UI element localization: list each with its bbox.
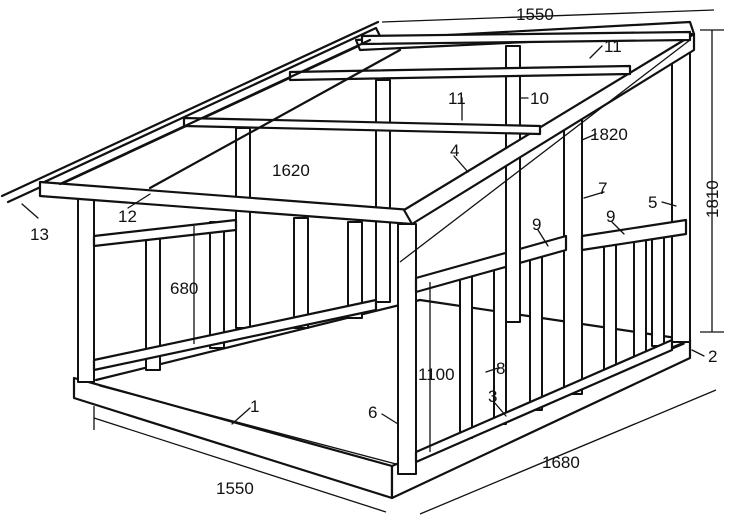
callout-7: 7 xyxy=(598,179,607,198)
purlin-11-mid xyxy=(288,64,632,82)
dimension-labels: 1550 1810 1820 1620 680 1100 1680 1550 xyxy=(170,5,722,498)
callout-4: 4 xyxy=(450,141,459,160)
dim-base-front: 1550 xyxy=(216,479,254,498)
dim-base-right: 1680 xyxy=(542,453,580,472)
callout-1: 1 xyxy=(250,397,259,416)
dim-top-width: 1550 xyxy=(516,5,554,24)
dim-left-opening: 680 xyxy=(170,279,198,298)
callout-11-lower: 11 xyxy=(448,89,466,108)
back-post-10 xyxy=(505,45,521,323)
right-stud-c xyxy=(651,229,665,347)
back-post-a xyxy=(235,127,251,329)
left-post-5 xyxy=(347,221,363,319)
base-frame xyxy=(72,298,692,500)
front-stud-8c xyxy=(529,253,543,411)
callout-13: 13 xyxy=(30,225,49,244)
callout-9-right: 9 xyxy=(606,207,615,226)
callout-8: 8 xyxy=(496,359,505,378)
left-post-4 xyxy=(293,217,309,329)
callout-12: 12 xyxy=(118,207,137,226)
callout-11-top: 11 xyxy=(604,37,622,56)
callout-labels: 1 2 3 4 5 6 7 8 9 9 10 11 11 12 13 xyxy=(30,37,717,422)
dim-side-right: 1820 xyxy=(590,125,628,144)
front-beam-1620 xyxy=(38,180,414,226)
front-stud-8a xyxy=(459,271,473,439)
purlin-11-lower xyxy=(182,116,542,136)
right-rail-9 xyxy=(580,218,688,252)
callout-6: 6 xyxy=(368,403,377,422)
middle-post-7 xyxy=(563,119,583,395)
right-stud-a xyxy=(603,239,617,371)
side-rafter-4 xyxy=(402,32,696,226)
roof-frame xyxy=(38,20,696,226)
left-bottom-rail xyxy=(92,298,378,372)
dim-front-beam: 1620 xyxy=(272,161,310,180)
front-rail-9 xyxy=(414,234,568,294)
dim-rail-height: 1100 xyxy=(418,365,455,384)
callout-leaders xyxy=(21,45,705,425)
right-wall-frame xyxy=(397,45,691,475)
callout-5: 5 xyxy=(648,193,657,212)
left-front-post xyxy=(77,195,95,383)
dim-height-right: 1810 xyxy=(703,180,722,218)
callout-2: 2 xyxy=(708,347,717,366)
back-post-b xyxy=(375,79,391,303)
callout-10: 10 xyxy=(530,89,549,108)
left-rafter-top xyxy=(38,26,382,194)
right-bottom-rail xyxy=(414,338,674,464)
dimension-lines xyxy=(93,9,724,515)
window-header xyxy=(92,218,238,248)
purlin-11-top xyxy=(360,30,692,46)
callout-9-front: 9 xyxy=(532,215,541,234)
callout-3: 3 xyxy=(488,387,497,406)
right-stud-b xyxy=(633,233,647,357)
left-post-3 xyxy=(209,221,225,349)
back-post-5 xyxy=(671,49,691,343)
